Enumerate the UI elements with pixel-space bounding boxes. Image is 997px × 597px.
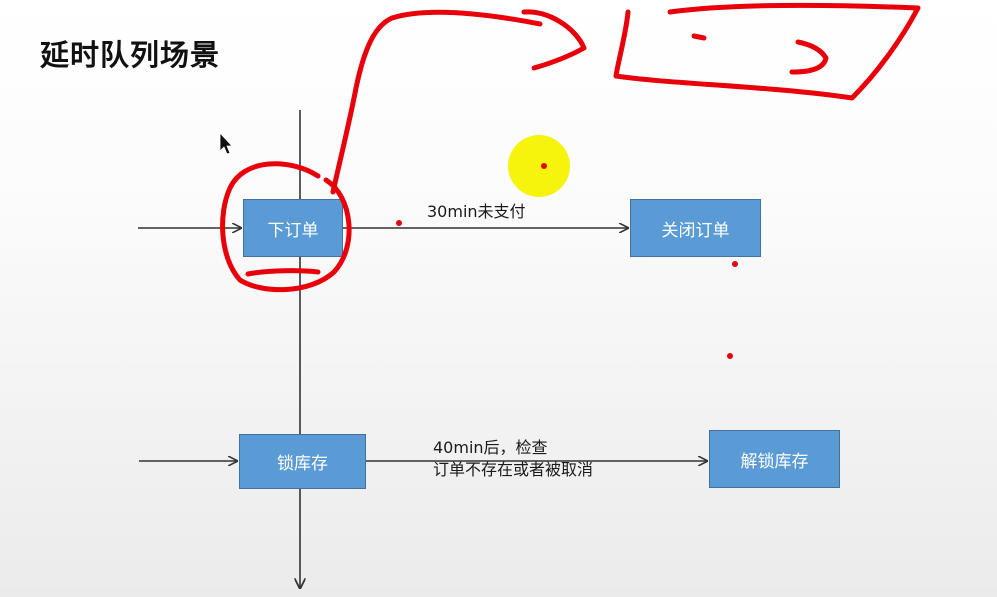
ink-dot-2 — [732, 261, 738, 267]
unlock-stock-box: 解锁库存 — [709, 430, 840, 488]
ink-arrowhead — [521, 9, 587, 71]
ink-underline-place-order — [245, 268, 321, 277]
ink-curve-to-right — [330, 9, 543, 195]
pointer-highlight — [508, 135, 570, 197]
close-order-box: 关闭订单 — [630, 199, 761, 257]
stock-check-label-line1: 40min后，检查 — [433, 438, 548, 457]
place-order-box: 下订单 — [243, 199, 343, 257]
laser-dot — [541, 163, 547, 169]
stock-check-label-line2: 订单不存在或者被取消 — [433, 460, 594, 479]
lock-stock-box: 锁库存 — [239, 434, 366, 489]
mouse-pointer-icon — [219, 132, 233, 155]
ink-circle-around-place-order — [220, 161, 352, 293]
ink-dash-right — [789, 39, 829, 75]
ink-dash-left — [691, 33, 707, 41]
order-timeout-label: 30min未支付 — [427, 202, 526, 221]
slide-title: 延时队列场景 — [40, 38, 221, 72]
ink-dot-1 — [396, 220, 402, 226]
ink-dot-3 — [727, 353, 733, 359]
stock-check-label: 40min后，检查 订单不存在或者被取消 — [433, 437, 593, 481]
ink-future-box — [613, 2, 921, 101]
